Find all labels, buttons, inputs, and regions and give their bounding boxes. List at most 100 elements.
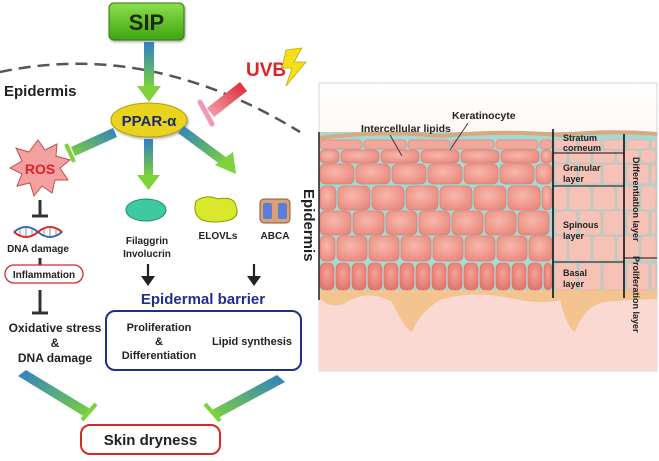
ppar-to-filaggrin-arrow (137, 139, 160, 190)
keratinocyte-cell (337, 185, 371, 211)
keratinocyte-cell (626, 139, 650, 150)
keratinocyte-cell (640, 185, 657, 211)
keratinocyte-cell (463, 262, 479, 291)
keratinocyte-cell (500, 149, 540, 164)
keratinocyte-cell (400, 235, 432, 262)
keratinocyte-cell (626, 262, 650, 291)
keratinocyte-cell (528, 235, 553, 262)
spinous-layer-label-1: Spinous (563, 220, 599, 230)
epidermis-vertical-label: Epidermis (300, 189, 317, 262)
differentiation-label: Differentiation (122, 350, 197, 362)
keratinocyte-cell (568, 235, 592, 262)
keratinocyte-cell (319, 235, 336, 262)
oxidative-amp: & (51, 336, 60, 350)
differentiation-layer-label: Differentiation layer (631, 157, 641, 242)
keratinocyte-cell (352, 210, 385, 236)
keratinocyte-cell (335, 262, 351, 291)
basal-layer-label-1: Basal (563, 268, 587, 278)
keratinocyte-cell (507, 185, 541, 211)
keratinocyte-cell (418, 210, 451, 236)
keratinocyte-cell (650, 139, 657, 150)
keratinocyte-cell (553, 235, 568, 262)
oxidative-to-dryness-inhibit (18, 370, 98, 422)
keratinocyte-cell (541, 185, 553, 211)
proliferation-label: Proliferation (127, 322, 192, 334)
keratinocyte-cell (407, 139, 451, 150)
keratinocyte-pointer (449, 122, 469, 151)
keratinocyte-cell (543, 262, 553, 291)
keratinocyte-cell (578, 163, 602, 185)
keratinocyte-cell (367, 262, 383, 291)
keratinocyte-cell (495, 262, 511, 291)
ppar-to-ros-inhibit (64, 128, 117, 163)
keratinocyte-cell (319, 185, 337, 211)
keratinocyte-cell (554, 210, 578, 236)
keratinocyte-cell (640, 149, 657, 164)
lightning-icon (281, 47, 307, 87)
dna-icon (13, 226, 63, 238)
keratinocyte-cell (405, 185, 439, 211)
keratinocyte-cell (368, 235, 400, 262)
keratinocyte-cell (499, 163, 535, 185)
inflammation-inhibit-oxidative (32, 290, 48, 315)
skin-dryness-label: Skin dryness (104, 432, 197, 449)
keratinocyte-cell (420, 149, 460, 164)
proliferation-amp: & (155, 336, 163, 348)
granular-layer-label-2: layer (563, 174, 585, 184)
uvb-label: UVB (246, 60, 286, 81)
keratinocyte-cell (640, 235, 657, 262)
keratinocyte-cells (319, 139, 657, 291)
keratinocyte-cell (616, 235, 640, 262)
abca-protein-icon (259, 198, 291, 224)
keratinocyte-cell (415, 262, 431, 291)
ros-inhibit-dna (32, 200, 48, 218)
keratinocyte-cell (399, 262, 415, 291)
keratinocyte-cell (451, 139, 495, 150)
keratinocyte-cell (626, 163, 650, 185)
keratinocyte-cell (553, 185, 568, 211)
keratinocyte-cell (554, 163, 578, 185)
epidermis-label: Epidermis (4, 83, 77, 100)
inflammation-label: Inflammation (13, 270, 75, 281)
ppar-ellipse: PPAR-α (110, 102, 188, 138)
uvb-inhibit-arrow (197, 82, 247, 127)
stratum-corneum-label-1: Stratum (563, 133, 597, 143)
keratinocyte-cell (484, 210, 517, 236)
keratinocyte-label: Keratinocyte (452, 110, 516, 122)
keratinocyte-cell (427, 163, 463, 185)
keratinocyte-cell (451, 210, 484, 236)
keratinocyte-cell (650, 210, 657, 236)
keratinocyte-cell (554, 139, 578, 150)
ros-label: ROS (25, 161, 55, 177)
proliferation-layer-label: Proliferation layer (631, 256, 641, 333)
keratinocyte-cell (650, 163, 657, 185)
lipid-synthesis-label: Lipid synthesis (212, 336, 292, 348)
keratinocyte-cell (602, 163, 626, 185)
barrier-to-dryness-inhibit (203, 375, 285, 423)
keratinocyte-cell (431, 262, 447, 291)
keratinocyte-cell (447, 262, 463, 291)
keratinocyte-cell (319, 210, 352, 236)
keratinocyte-cell (495, 139, 539, 150)
filaggrin-to-barrier-arrow (141, 264, 155, 286)
keratinocyte-cell (355, 163, 391, 185)
keratinocyte-cell (479, 262, 495, 291)
keratinocyte-cell (473, 185, 507, 211)
keratinocyte-cell (511, 262, 527, 291)
granular-layer-label-1: Granular (563, 163, 601, 173)
basement-membrane (319, 288, 657, 332)
keratinocyte-cell (602, 210, 626, 236)
spinous-layer-label-2: layer (563, 231, 585, 241)
epidermal-barrier-title: Epidermal barrier (141, 291, 265, 308)
keratinocyte-cell (578, 262, 602, 291)
lipids-pointer (389, 134, 403, 157)
dermis (319, 294, 657, 371)
keratinocyte-cell (463, 163, 499, 185)
keratinocyte-cell (351, 262, 367, 291)
stratum-corneum-label-2: corneum (563, 143, 601, 153)
keratinocyte-cell (578, 210, 602, 236)
keratinocyte-cell (371, 185, 405, 211)
skin-dryness-box (80, 424, 221, 455)
